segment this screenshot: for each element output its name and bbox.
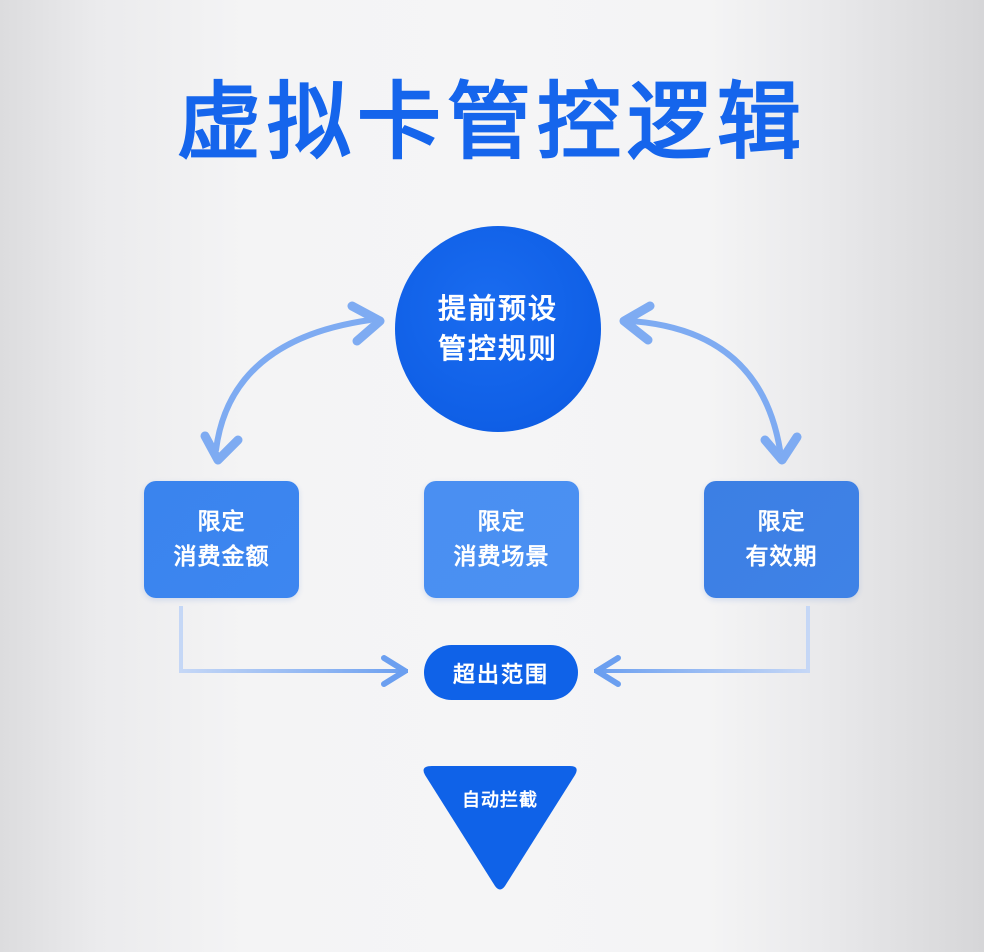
rule-box-amount: 限定 消费金额 [144,481,299,598]
left-double-arrow [200,301,385,465]
rule-box-scene: 限定 消费场景 [424,481,579,598]
arrowhead-down-icon [760,432,802,465]
diagram-title: 虚拟卡管控逻辑 [176,73,807,171]
exceed-range-node: 超出范围 [424,645,578,700]
right-elbow-arrow [594,606,810,687]
arrowhead-left-icon [619,301,655,345]
preset-rules-node: 提前预设 管控规则 [395,226,601,432]
rule-box-line1: 限定 [197,508,246,535]
rule-box-validity: 限定 有效期 [704,481,859,598]
preset-rules-line1: 提前预设 [437,292,558,325]
rule-box-line2: 消费场景 [453,543,550,570]
rule-box-line2: 消费金额 [173,543,270,570]
arrowhead-right-icon [381,655,408,687]
preset-rules-line2: 管控规则 [437,332,558,365]
right-double-arrow [619,301,802,465]
rule-box-line2: 有效期 [745,543,818,570]
rule-box-line1: 限定 [477,508,526,535]
auto-block-label: 自动拦截 [462,790,538,811]
rule-box-line1: 限定 [757,508,806,535]
auto-block-triangle [423,766,577,890]
arrowhead-down-icon [200,431,243,465]
arrowhead-left-icon [594,655,621,687]
arrowhead-right-icon [347,301,385,346]
left-elbow-arrow [179,606,408,687]
